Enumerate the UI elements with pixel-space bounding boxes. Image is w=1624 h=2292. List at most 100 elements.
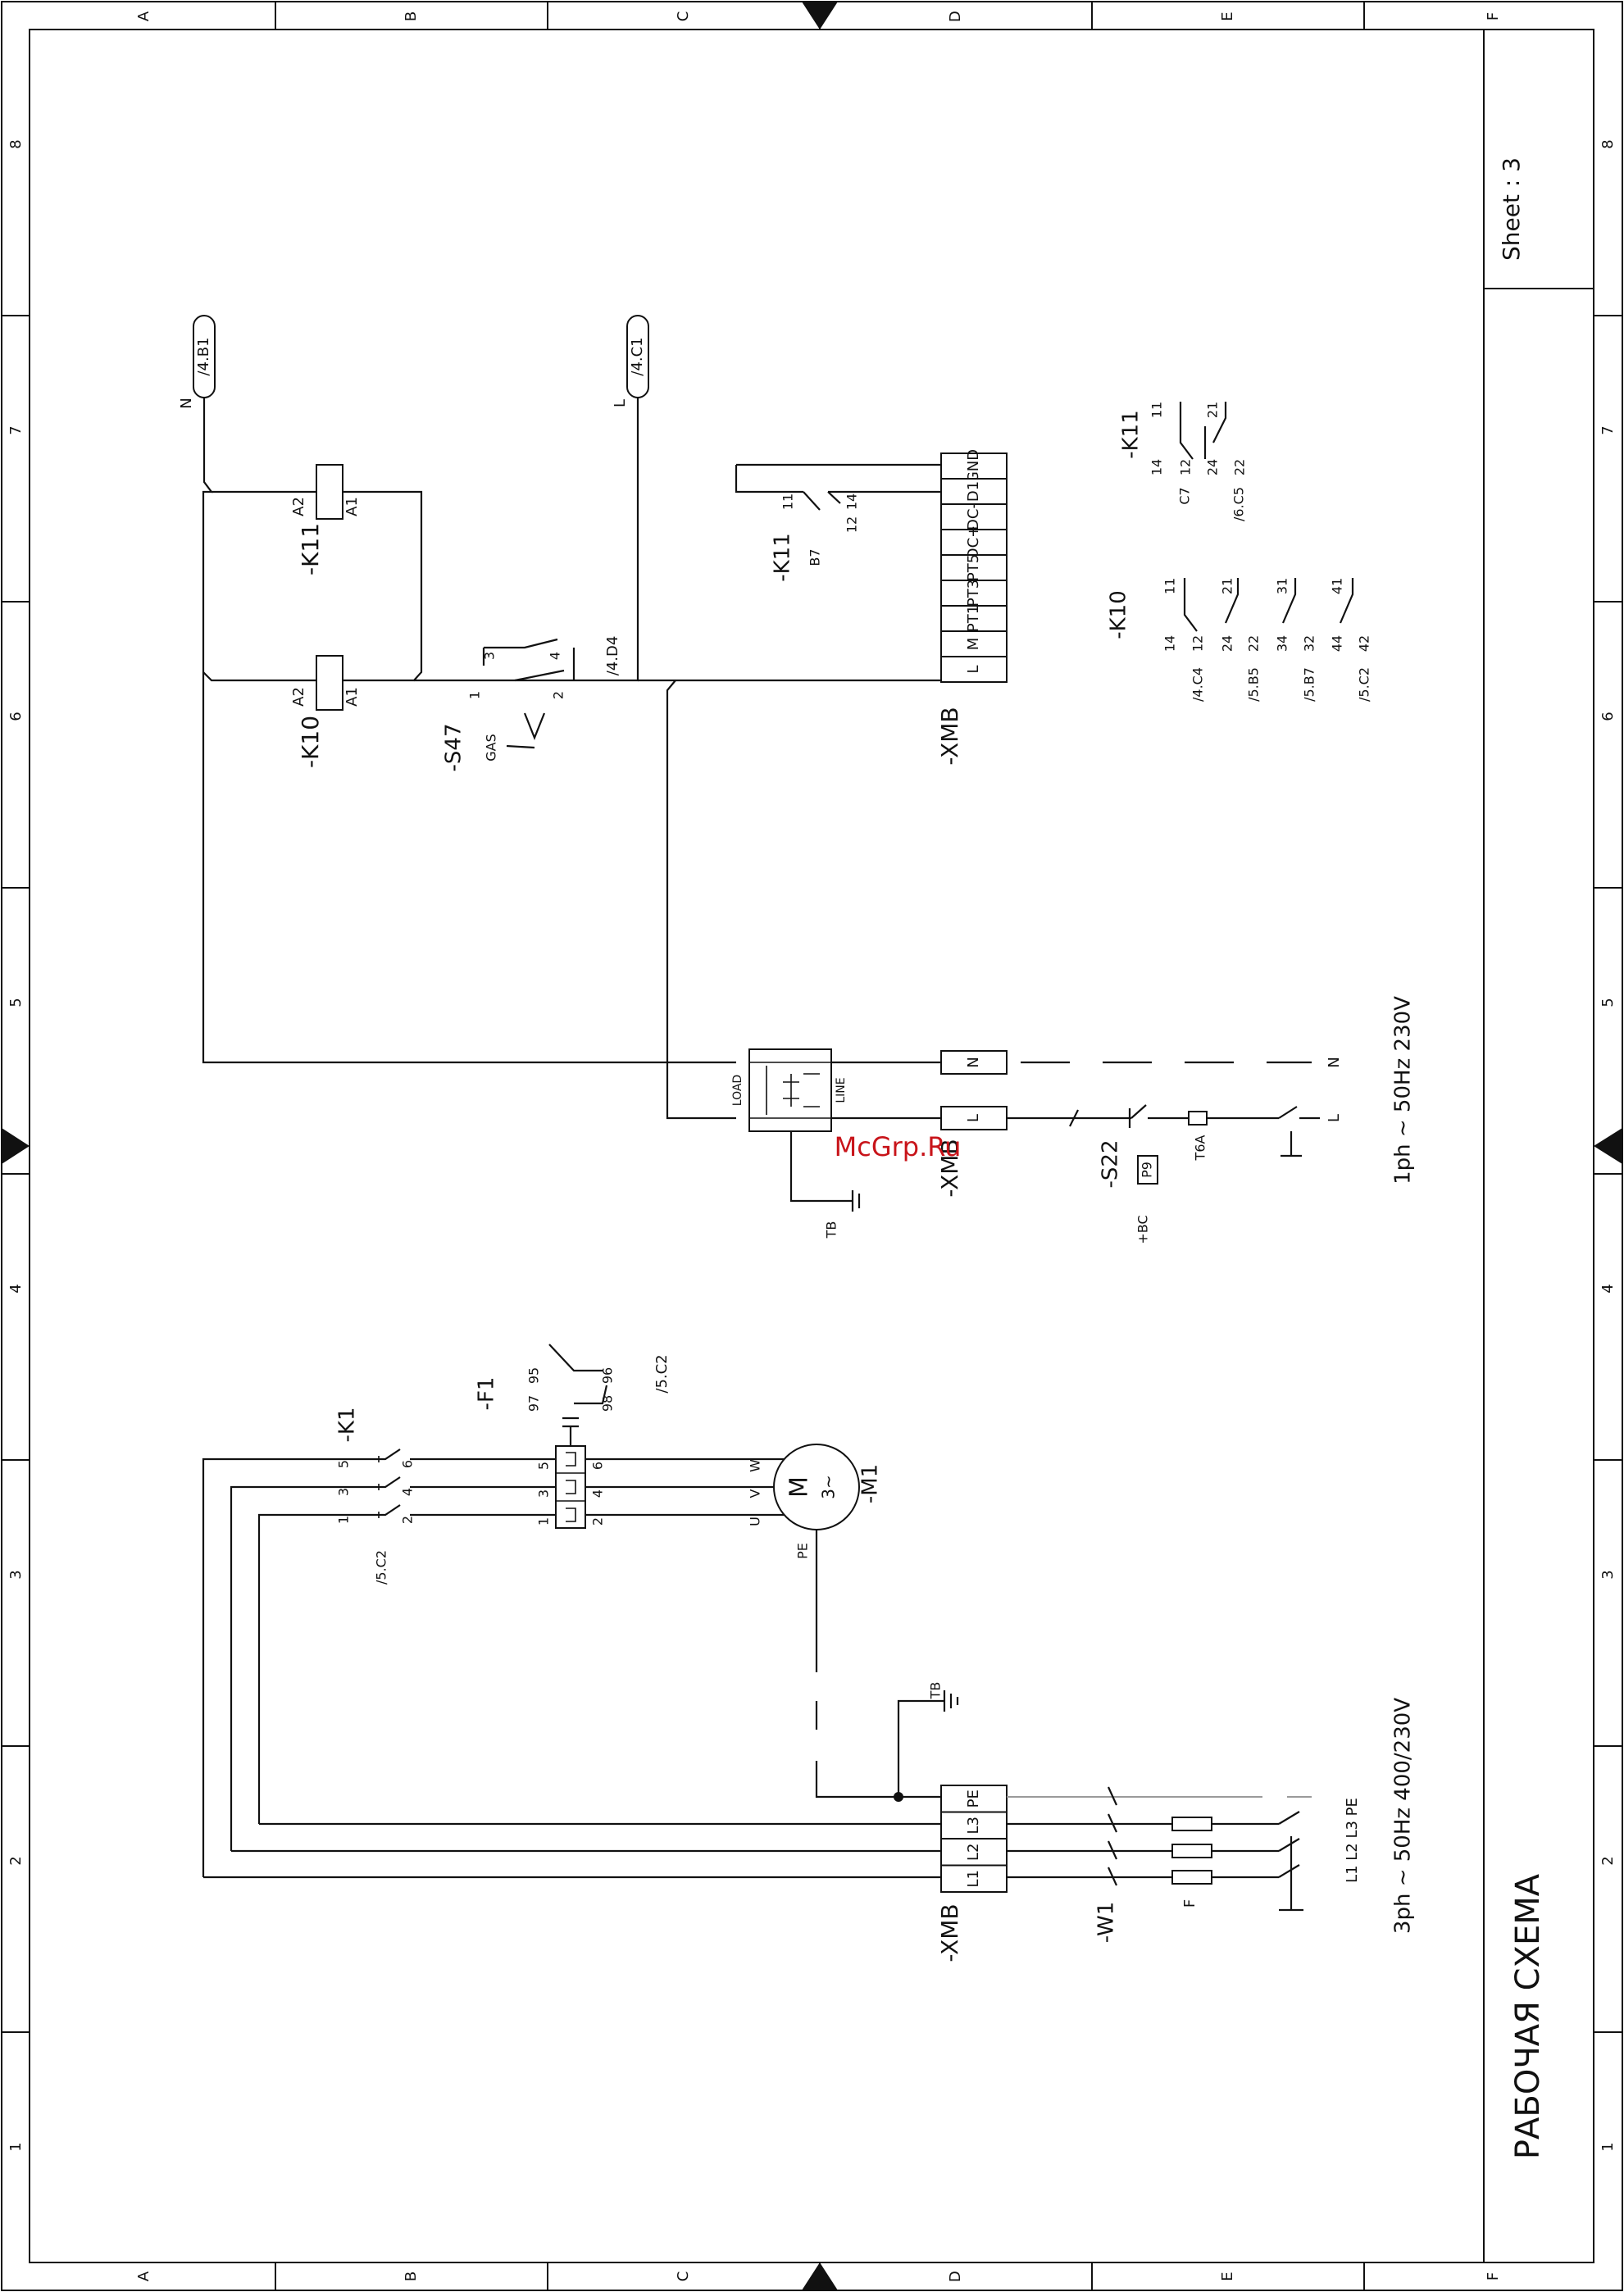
- f1-t6: 6: [590, 1462, 606, 1470]
- col-letter: A: [135, 11, 152, 21]
- f1-t1: 1: [536, 1517, 552, 1526]
- k10-a2-label: A2: [290, 687, 307, 707]
- n-reference-text: /4.B1: [195, 337, 212, 375]
- col-letter: E: [1219, 2272, 1236, 2281]
- xmb-terminal-n-label: N: [965, 1057, 982, 1067]
- terminal-cell: [940, 1838, 1008, 1867]
- motor-pe: PE: [795, 1543, 811, 1559]
- k1-label: -K1: [335, 1407, 360, 1443]
- k1-t3: 3: [336, 1488, 352, 1496]
- f1-t98: 98: [600, 1395, 616, 1412]
- motor-symbol: M: [785, 1476, 814, 1498]
- k10-ref-24: 24: [1220, 635, 1235, 652]
- fuse-f-l3: [1171, 1817, 1212, 1831]
- col-letter: C: [675, 11, 692, 22]
- row-number: 4: [7, 1284, 25, 1293]
- xmb-control-label: -XMB: [936, 707, 963, 765]
- k10-a1-label: A1: [343, 687, 361, 707]
- fuse-f-label: F: [1181, 1899, 1199, 1908]
- f1-t2: 2: [590, 1517, 606, 1526]
- col-letter: F: [1485, 2272, 1502, 2281]
- k11-aux-14: 14: [844, 493, 860, 510]
- s22-label: -S22: [1099, 1140, 1123, 1189]
- k11-ref-c7: C7: [1177, 487, 1193, 504]
- row-number: 3: [7, 1570, 25, 1579]
- three-phase-label: 3ph ~ 50Hz 400/230V: [1391, 1698, 1416, 1934]
- motor-label: -M1: [858, 1464, 883, 1503]
- supply-n: N: [1326, 1057, 1343, 1067]
- k1-t2: 2: [400, 1516, 416, 1524]
- k10-ref-5c2: /5.C2: [1357, 667, 1372, 702]
- terminal-label: PT3: [965, 580, 982, 607]
- k10-ref-11: 11: [1162, 578, 1178, 594]
- f1-t97: 97: [526, 1395, 542, 1412]
- terminal-cell: [940, 452, 1008, 480]
- sheet-label: Sheet : 3: [1498, 157, 1525, 261]
- terminal-label: L: [965, 665, 982, 673]
- s22-box: [1137, 1155, 1158, 1185]
- row-number: 2: [7, 1856, 25, 1865]
- col-letter: B: [403, 2272, 420, 2281]
- xmb-terminal-l: [940, 1106, 1008, 1130]
- k1-t4: 4: [400, 1488, 416, 1496]
- f1-t5: 5: [536, 1462, 552, 1470]
- phase-labels: L1 L2 L3 PE: [1344, 1798, 1361, 1883]
- row-number: 5: [7, 998, 25, 1007]
- s47-label: -S47: [442, 724, 466, 772]
- filter-line: LINE: [835, 1077, 848, 1103]
- terminal-cell: [940, 1811, 1008, 1840]
- k11-ref-12: 12: [1178, 459, 1194, 475]
- f1-t95: 95: [526, 1367, 542, 1384]
- k11-coil-label: -K11: [297, 523, 324, 575]
- fuse-f-l1: [1171, 1870, 1212, 1885]
- row-number: 1: [7, 2142, 25, 2151]
- filter-load: LOAD: [731, 1075, 744, 1106]
- k10-coil: [316, 655, 343, 711]
- s47-term-3: 3: [482, 652, 498, 660]
- column-letters: A B C D E F A B C D E F: [135, 11, 1502, 2282]
- terminal-cell: [940, 529, 1008, 556]
- row-number: 2: [1599, 1856, 1617, 1865]
- k10-ref-42: 42: [1357, 635, 1372, 652]
- terminal-label: PT5: [965, 554, 982, 581]
- f1-t4: 4: [590, 1489, 606, 1498]
- row-number: 5: [1599, 998, 1617, 1007]
- k10-ref-5b7: /5.B7: [1302, 667, 1317, 702]
- k10-ref-21: 21: [1220, 578, 1235, 594]
- s47-term-4: 4: [548, 652, 563, 660]
- k11-ref-21: 21: [1205, 402, 1221, 418]
- xmb-power-label: -XMB: [936, 1903, 963, 1962]
- k10-ref-34: 34: [1275, 635, 1290, 652]
- filter-tb: TB: [824, 1221, 839, 1239]
- s47-term-2: 2: [551, 691, 566, 699]
- row-number: 3: [1599, 1570, 1617, 1579]
- s47-gas: GAS: [484, 734, 499, 762]
- terminal-label: L1: [965, 1870, 982, 1887]
- motor-v: V: [748, 1489, 763, 1498]
- row-number: 6: [7, 712, 25, 721]
- f1-label: -F1: [475, 1377, 499, 1411]
- k1-t6: 6: [400, 1460, 416, 1468]
- xmb-terminal-n: [940, 1050, 1008, 1075]
- terminal-cell: [940, 1785, 1008, 1813]
- row-number: 4: [1599, 1284, 1617, 1293]
- terminal-cell: [940, 630, 1008, 657]
- k10-ref-32: 32: [1302, 635, 1317, 652]
- s47-ref: /4.D4: [604, 636, 621, 676]
- xmb-single-label: -XMB: [936, 1139, 963, 1197]
- terminal-label: M: [965, 638, 982, 651]
- k1-t5: 5: [336, 1460, 352, 1468]
- control-circuit: /4.B1 N /4.C1 L -K11 A2 A1 -K10 A2 A1 -S…: [178, 315, 1008, 1120]
- k11-aux-label: -K11: [771, 533, 795, 582]
- terminal-label: PE: [965, 1789, 982, 1808]
- motor-sub: 3~: [819, 1475, 839, 1498]
- k10-ref-label: -K10: [1107, 590, 1131, 639]
- terminal-label: DC+: [965, 525, 982, 560]
- f1-ref: /5.C2: [653, 1354, 671, 1393]
- n-letter: N: [178, 398, 195, 408]
- k10-ref-22: 22: [1246, 635, 1262, 652]
